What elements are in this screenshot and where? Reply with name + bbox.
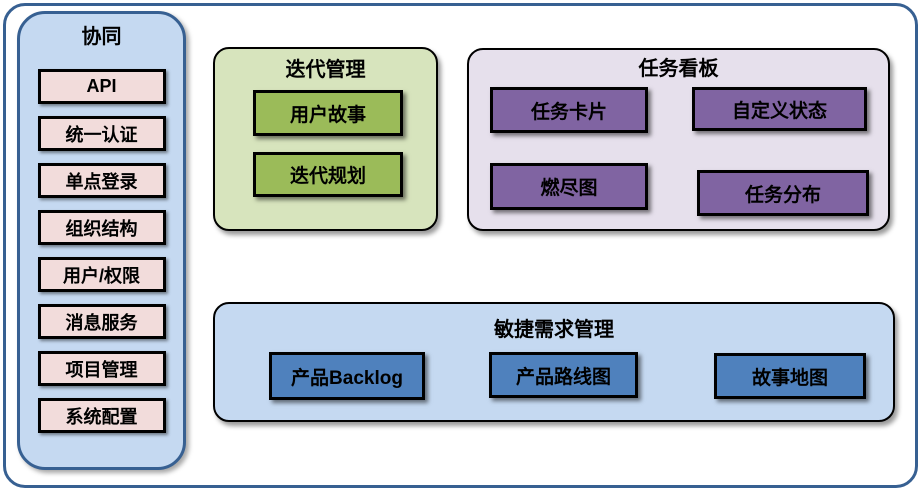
node-task-distribution: 任务分布 <box>697 170 869 216</box>
panel-agile-requirements-title: 敏捷需求管理 <box>494 319 614 341</box>
node-custom-status: 自定义状态 <box>692 87 867 131</box>
node-story-map: 故事地图 <box>714 353 866 399</box>
sidebar-item-list: API 统一认证 单点登录 组织结构 用户/权限 消息服务 项目管理 系统配置 <box>37 69 166 433</box>
sidebar-collaboration-panel: 协同 API 统一认证 单点登录 组织结构 用户/权限 消息服务 项目管理 系统… <box>17 11 186 470</box>
node-iteration-planning: 迭代规划 <box>253 152 403 197</box>
outer-frame <box>3 3 918 488</box>
panel-iteration-management: 迭代管理 用户故事 迭代规划 <box>213 47 438 231</box>
panel-task-board-title: 任务看板 <box>638 58 719 80</box>
sidebar-item-unified-auth: 统一认证 <box>37 116 166 151</box>
sidebar-item-message-service: 消息服务 <box>37 304 166 339</box>
sidebar-item-api: API <box>37 69 166 104</box>
node-user-story: 用户故事 <box>253 90 403 136</box>
node-task-card: 任务卡片 <box>490 87 648 133</box>
node-product-backlog: 产品Backlog <box>269 352 425 400</box>
panel-iteration-title: 迭代管理 <box>285 59 366 81</box>
sidebar-item-org-structure: 组织结构 <box>37 210 166 245</box>
sidebar-item-sso: 单点登录 <box>37 163 166 198</box>
node-product-roadmap: 产品路线图 <box>489 352 638 398</box>
panel-task-board: 任务看板 任务卡片 自定义状态 燃尽图 任务分布 <box>467 48 890 231</box>
sidebar-item-project-management: 项目管理 <box>37 351 166 386</box>
node-burndown-chart: 燃尽图 <box>490 163 648 210</box>
sidebar-item-system-config: 系统配置 <box>37 398 166 433</box>
sidebar-item-user-permission: 用户/权限 <box>37 257 166 292</box>
sidebar-title: 协同 <box>81 26 122 48</box>
panel-agile-requirements: 敏捷需求管理 产品Backlog 产品路线图 故事地图 <box>213 302 895 422</box>
